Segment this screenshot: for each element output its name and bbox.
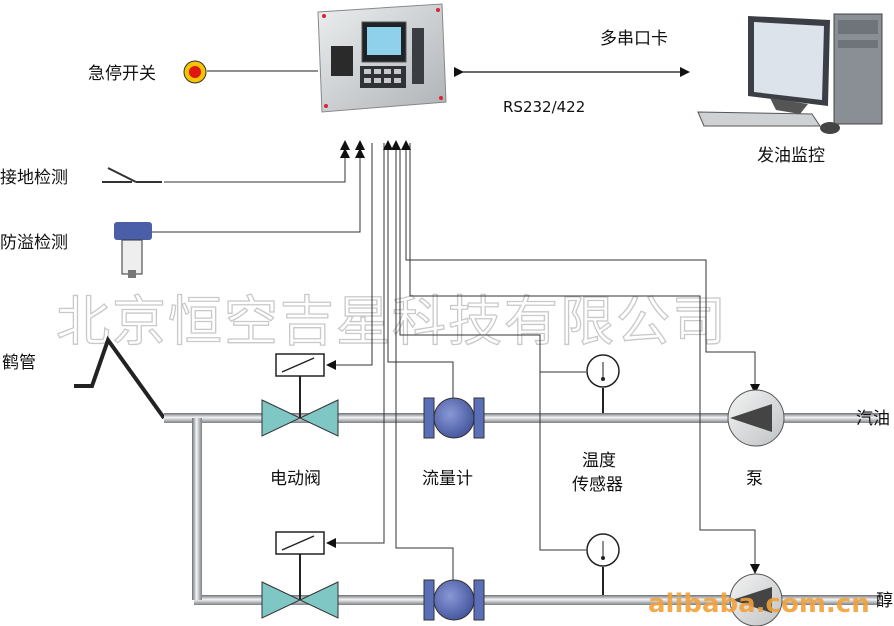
pipeline [164,413,880,605]
electric-valve-top [261,353,339,437]
temperature-sensor-bottom [586,533,620,595]
wire-arrowheads-up [340,140,411,150]
monitor-computer-icon [697,13,883,134]
electric-valve-bottom [261,531,339,619]
signal-wires [326,143,760,580]
company-watermark: 北京恒空吉星科技有限公司 [56,290,728,353]
label-multi-serial-card: 多串口卡 [600,29,668,49]
label-monitor: 发油监控 [757,146,825,166]
controller-cabinet [317,3,447,113]
label-pump: 泵 [746,469,763,489]
emergency-stop-button [183,60,207,84]
label-temp-sensor-line1: 温度 [582,451,616,471]
grounding-switch-icon [102,167,162,183]
label-gasoline: 汽油 [856,409,890,429]
label-rs232: RS232/422 [503,98,585,116]
overflow-sensor-icon [114,222,152,278]
site-watermark: alibaba.com.cn [648,589,870,619]
label-temp-sensor-line2: 传感器 [572,475,623,495]
pump-top [727,389,785,447]
label-overflow: 防溢检测 [0,233,68,253]
pump-bottom [729,573,783,626]
flowmeter-top [423,397,485,439]
temperature-sensor-top [586,354,620,413]
crane-pipe-icon [74,335,166,420]
flowmeter-bottom [423,579,485,621]
label-emergency-stop: 急停开关 [88,64,156,84]
label-grounding: 接地检测 [0,168,68,188]
label-electric-valve: 电动阀 [270,469,321,489]
label-crane-pipe: 鹤管 [2,353,36,373]
label-flowmeter: 流量计 [422,469,473,489]
label-methanol: 醇 [876,591,893,611]
